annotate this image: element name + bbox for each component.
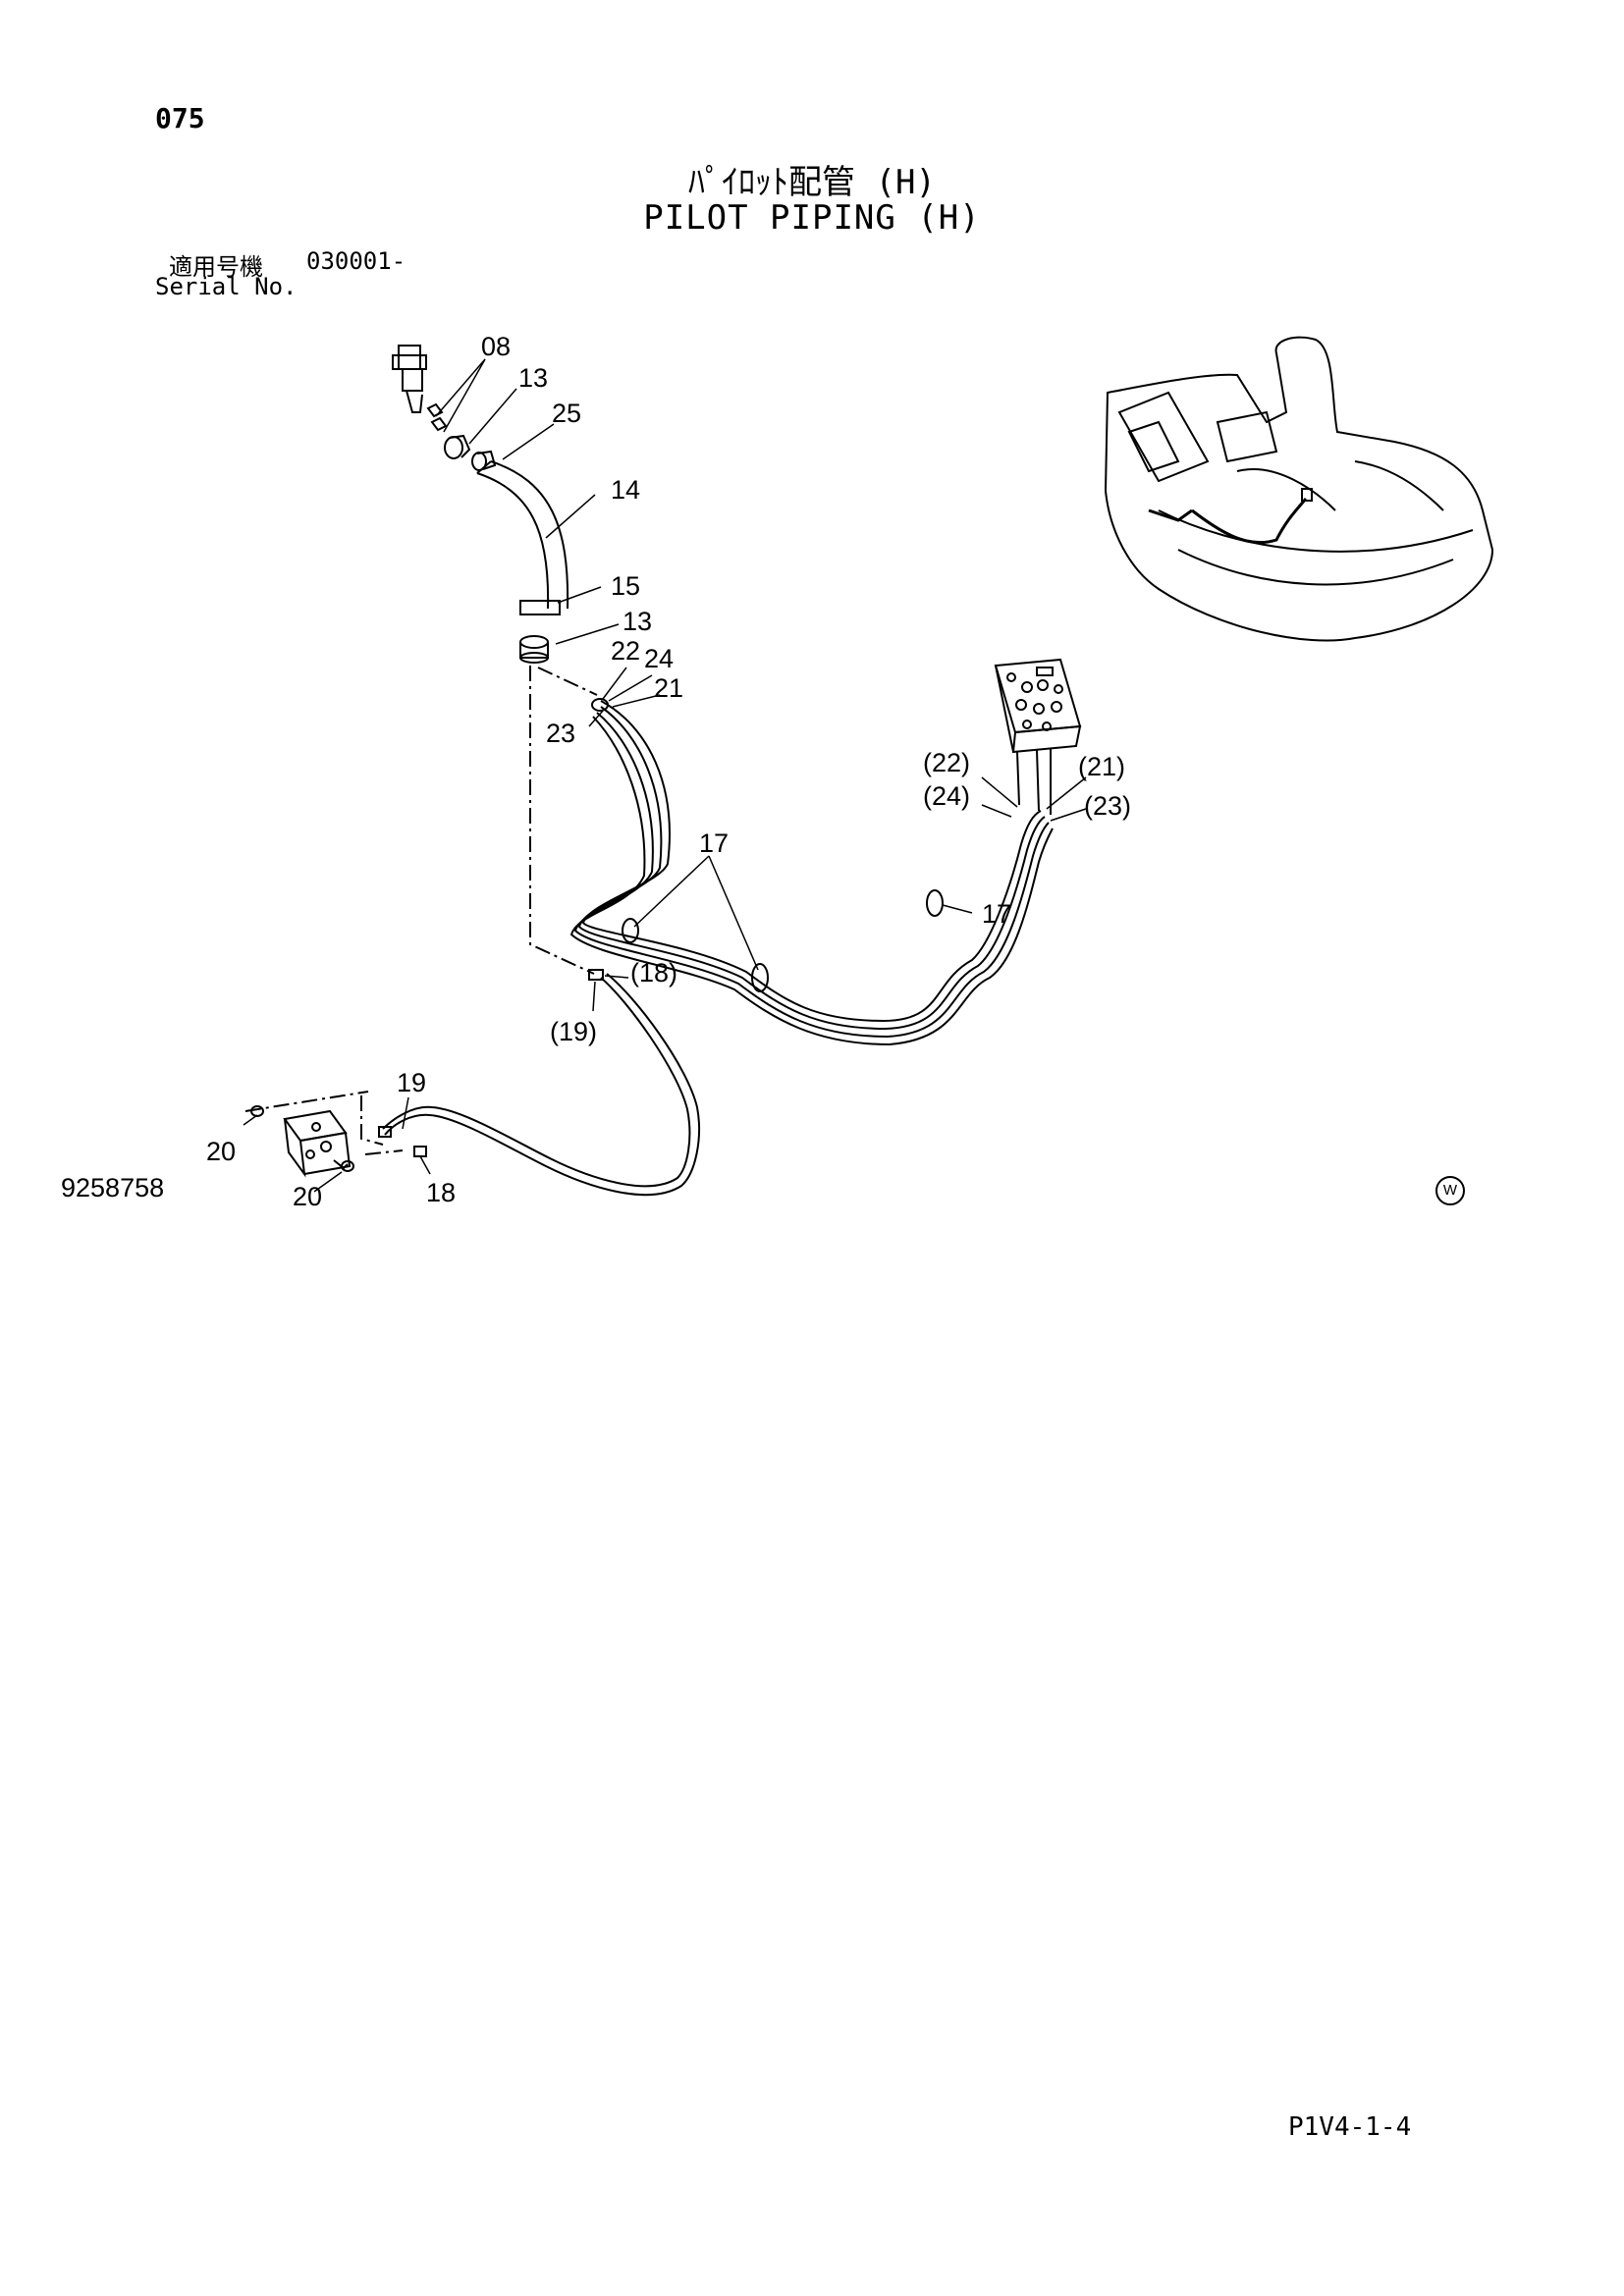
page-number: 075: [155, 102, 205, 134]
watermark-symbol: W: [1435, 1176, 1465, 1205]
fitting-13-upper-drawing: [444, 434, 471, 459]
fitting-13-lower-drawing: [519, 635, 549, 664]
callout-14: 14: [611, 475, 640, 505]
footer-code: P1V4-1-4: [1288, 2112, 1412, 2142]
clamp-17-drawing: [622, 889, 944, 992]
serial-value: 030001-: [306, 247, 406, 275]
callout-24: 24: [644, 644, 674, 673]
valve-block-drawing: [250, 1105, 354, 1178]
callout-22: 22: [611, 636, 640, 666]
callout-20-upper: 20: [206, 1137, 236, 1166]
callout-17-left: 17: [699, 828, 729, 858]
pipe-14-drawing: [476, 460, 569, 615]
callout-21: 21: [654, 673, 683, 703]
drawing-number: 9258758: [61, 1173, 165, 1202]
callout-18: 18: [426, 1178, 456, 1207]
callout-15: 15: [611, 571, 640, 601]
hose-bundle-left: [569, 698, 1054, 1046]
leader-lines: [243, 358, 1087, 1193]
callout-08: 08: [481, 332, 511, 361]
callout-21-paren: (21): [1078, 752, 1125, 781]
callouts: 08 13 25 14 15 13 22 24 21 23 17 17 (18)…: [206, 332, 1131, 1211]
callout-25: 25: [552, 399, 581, 428]
callout-23-paren: (23): [1084, 791, 1131, 821]
callout-19-paren: (19): [550, 1017, 597, 1046]
callout-23: 23: [546, 719, 575, 748]
callout-20-lower: 20: [293, 1182, 322, 1211]
callout-18-paren: (18): [630, 958, 677, 988]
control-block-drawing: [994, 658, 1082, 815]
pilot-valve-drawing: [392, 345, 448, 432]
serial-label-japanese: 適用号機: [169, 253, 263, 281]
callout-19: 19: [397, 1068, 426, 1097]
alignment-lines: [244, 666, 598, 1155]
callout-13-lower: 13: [623, 607, 652, 636]
machine-overview-drawing: [1104, 336, 1494, 642]
hose-lower: [378, 969, 700, 1197]
serial-label-english: Serial No.: [155, 273, 298, 300]
callout-22-paren: (22): [923, 748, 970, 777]
callout-24-paren: (24): [923, 781, 970, 811]
title-english: PILOT PIPING (H): [643, 198, 981, 238]
title-japanese: ﾊﾟｲﾛｯﾄ配管 (H): [688, 163, 936, 202]
callout-17-right: 17: [982, 899, 1011, 929]
callout-13-upper: 13: [518, 363, 548, 393]
